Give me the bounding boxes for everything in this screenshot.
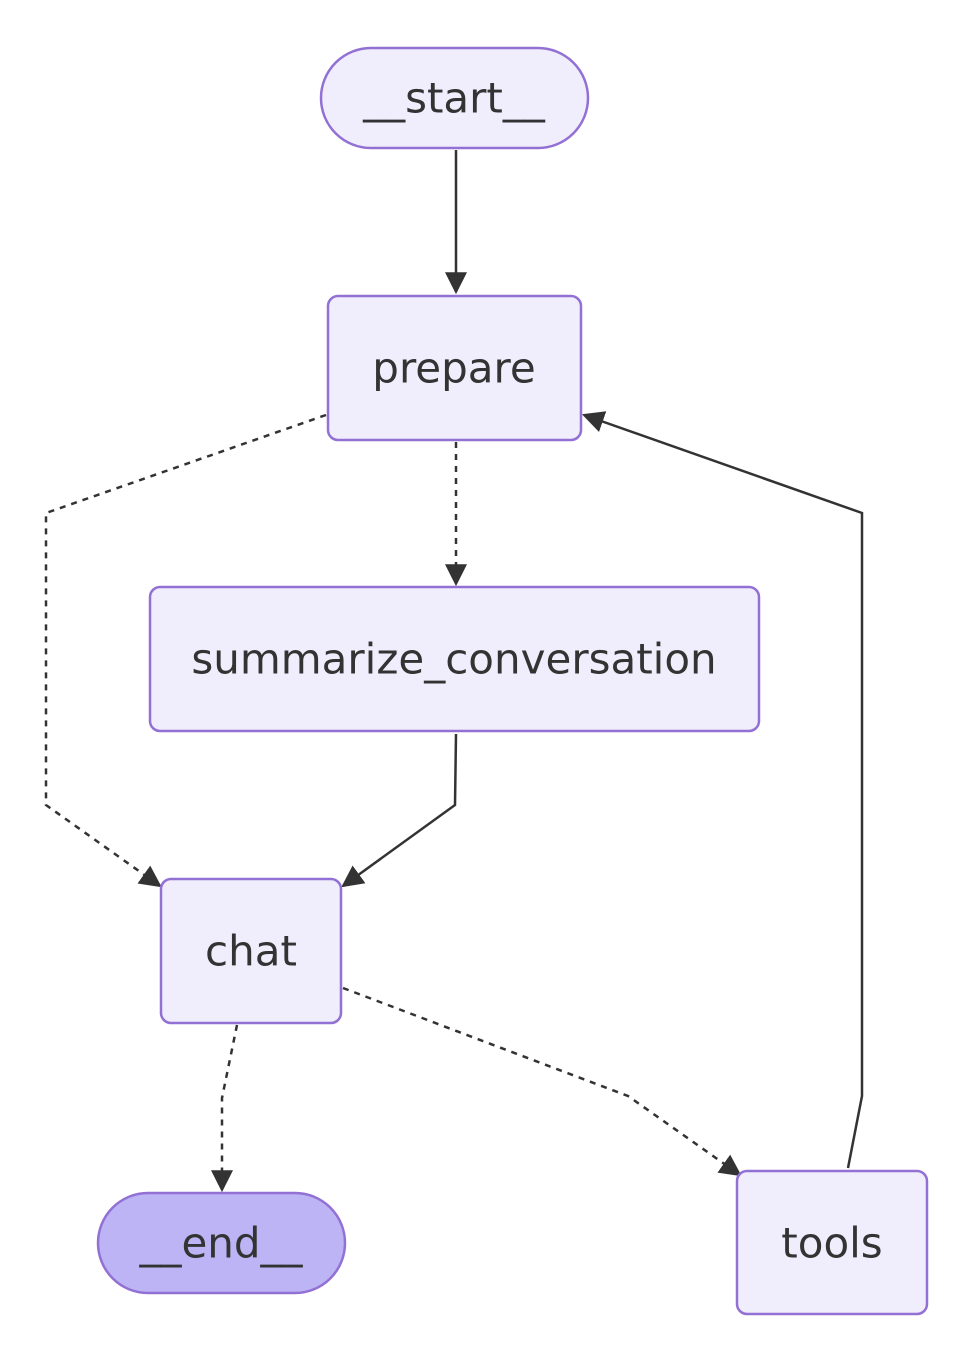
node-prepare: prepare <box>326 294 583 442</box>
node-chat-label: chat <box>205 927 297 976</box>
node-summarize-conversation-label: summarize_conversation <box>191 635 716 684</box>
node-start: __start__ <box>319 46 590 150</box>
edge-prepare-to-chat <box>44 413 327 888</box>
node-summarize-conversation: summarize_conversation <box>148 585 761 733</box>
edge-summarize-to-chat <box>341 733 458 888</box>
node-prepare-label: prepare <box>372 344 535 393</box>
node-tools-label: tools <box>781 1219 882 1268</box>
node-tools: tools <box>735 1169 929 1316</box>
edge-chat-to-end <box>211 1024 239 1193</box>
edge-chat-to-tools <box>342 986 742 1177</box>
node-end: __end__ <box>96 1191 347 1295</box>
edge-tools-to-prepare <box>581 411 864 1169</box>
node-start-label: __start__ <box>362 74 546 123</box>
node-chat: chat <box>159 877 343 1025</box>
node-end-label: __end__ <box>138 1219 303 1268</box>
